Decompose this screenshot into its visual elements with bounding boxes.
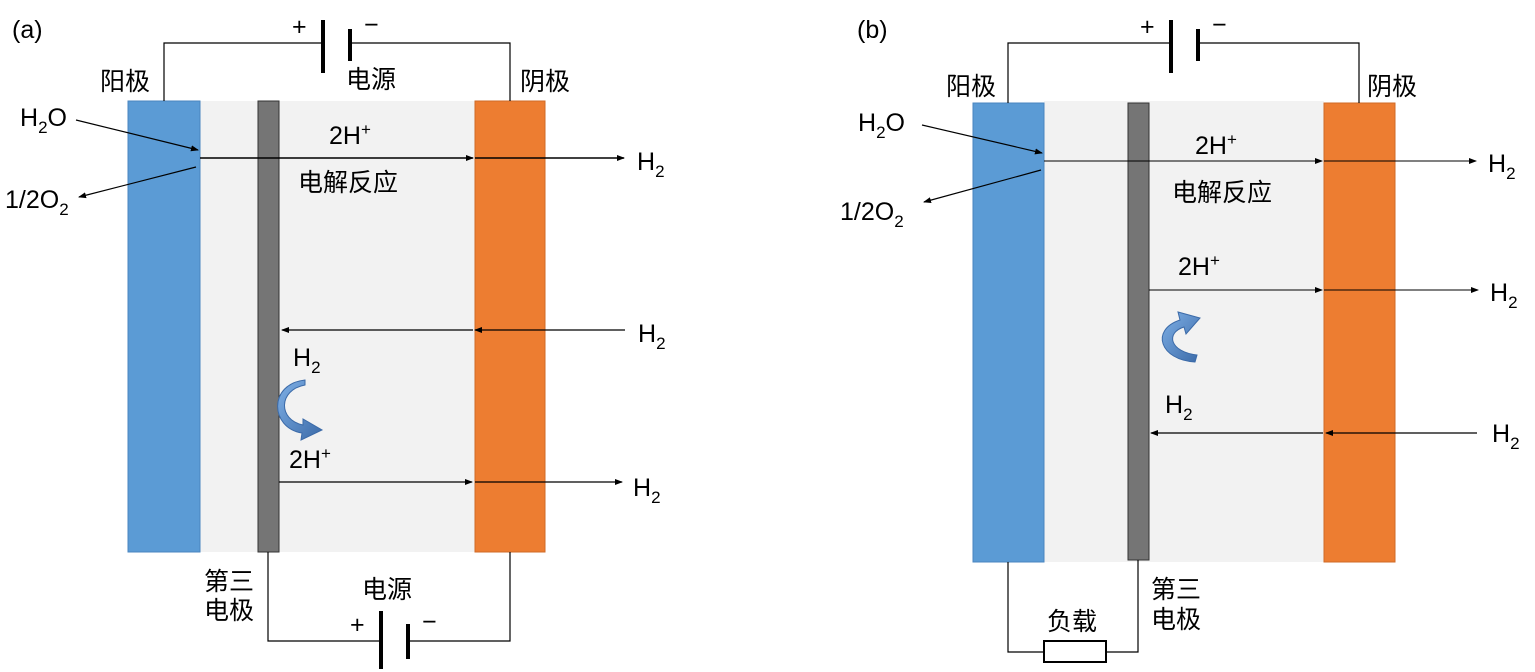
third-electrode <box>1127 102 1150 561</box>
proton-top-label: 2H+ <box>1195 130 1237 160</box>
wire-load-right <box>1106 560 1139 653</box>
proton-bottom-label: 2H+ <box>289 444 331 474</box>
reaction-label: 电解反应 <box>1172 179 1272 207</box>
h2-out-bottom-label: H2 <box>633 474 661 507</box>
wire-bottom-right <box>408 552 511 642</box>
cathode-label: 阴极 <box>1367 73 1417 101</box>
water-label: H2O <box>858 109 905 142</box>
wire-top-right <box>1198 42 1360 103</box>
h2-in-label: H2 <box>638 320 666 353</box>
third-electrode-label-line2: 电极 <box>204 597 254 625</box>
oxygen-out-arrow <box>78 166 197 199</box>
power-top-label: 电源 <box>346 66 396 94</box>
electrolyte-bath <box>1044 101 1324 562</box>
third-electrode-label-line1: 第三 <box>1151 576 1201 604</box>
anode-label: 阳极 <box>100 68 150 96</box>
third-electrode-label-line2: 电极 <box>1151 606 1201 634</box>
battery-bottom-minus: − <box>422 608 437 636</box>
panel-b-label: (b) <box>857 16 888 44</box>
h2-in-label: H2 <box>1492 420 1520 453</box>
electrolyte-bath <box>200 101 475 552</box>
battery-plus: + <box>1140 13 1155 41</box>
wire-top-right <box>350 42 511 101</box>
battery-top-plus: + <box>292 13 307 41</box>
proton-mid-label: 2H+ <box>1178 251 1220 281</box>
curved-arrow-icon <box>277 379 324 441</box>
oxygen-label: 1/2O2 <box>840 198 904 231</box>
battery-bottom-plus: + <box>350 611 365 639</box>
third-electrode <box>257 100 280 553</box>
water-label: H2O <box>20 104 67 137</box>
cathode-plate <box>1323 102 1396 563</box>
panel-a-label: (a) <box>12 16 43 44</box>
anode-label: 阳极 <box>946 73 996 101</box>
reaction-label: 电解反应 <box>298 169 398 197</box>
h2-out-top-label: H2 <box>637 148 665 181</box>
wire-top-left <box>1007 42 1170 103</box>
oxygen-label: 1/2O2 <box>5 186 69 219</box>
water-in-arrow <box>921 124 1043 155</box>
h2-out-mid-label: H2 <box>1490 279 1518 312</box>
h2-out-top-label: H2 <box>1488 150 1516 183</box>
anode-plate <box>127 100 201 553</box>
power-bottom-label: 电源 <box>362 576 412 604</box>
h2-mid-label: H2 <box>293 344 321 377</box>
oxygen-out-arrow <box>923 169 1042 204</box>
battery-minus: − <box>1212 11 1227 39</box>
panel-a: (a) + − 电源 阳极 阴极 + − 电源 第三 电极 <box>5 11 666 669</box>
proton-top-label: 2H+ <box>329 120 371 150</box>
wire-top-left <box>163 42 322 101</box>
third-electrode-label-line1: 第三 <box>204 568 254 596</box>
load-resistor <box>1043 640 1107 663</box>
cathode-plate <box>474 100 546 553</box>
wire-load-left <box>1007 562 1044 653</box>
curved-arrow-icon <box>1161 311 1201 363</box>
battery-top-minus: − <box>364 11 379 39</box>
wire-bottom-left <box>267 552 381 642</box>
load-label: 负载 <box>1047 608 1097 636</box>
cathode-label: 阴极 <box>520 68 570 96</box>
h2-mid-label: H2 <box>1165 391 1193 424</box>
panel-b: (b) + − 阳极 阴极 负载 第三 电极 H2O 1 <box>840 11 1520 663</box>
water-in-arrow <box>75 119 199 152</box>
